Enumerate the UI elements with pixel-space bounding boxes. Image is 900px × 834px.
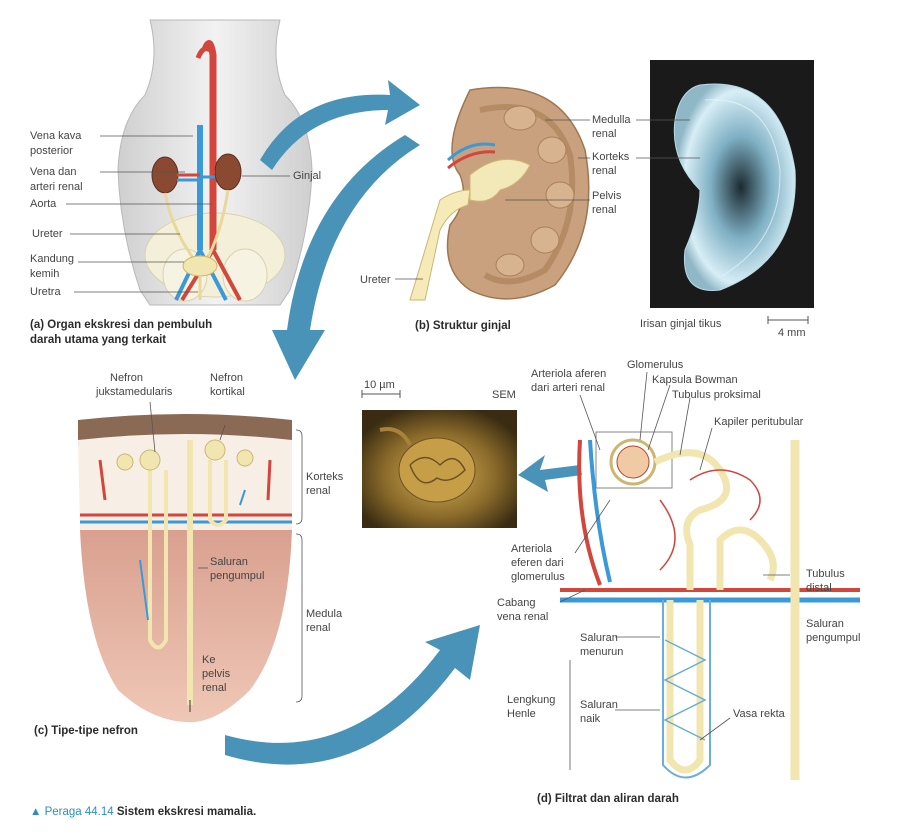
label-kandung: Kandung [30,253,74,265]
figure-caption: ▲ Peraga 44.14 Sistem ekskresi mamalia. [30,806,256,818]
panel-d-filtrate-blood [560,431,860,780]
label-ginjal: Ginjal [293,170,321,182]
ureter [163,189,230,263]
caption-c: (c) Tipe-tipe nefron [34,725,138,737]
panel-b-kidney-structure [409,86,590,301]
label-tubulus-proksimal: Tubulus proksimal [672,389,761,401]
label-saluran-pengumpul-2: pengumpul [806,632,860,644]
label-saluran-naik: Saluran [580,699,618,711]
svg-text:10 µm: 10 µm [364,379,395,391]
label-kapiler: Kapiler peritubular [714,416,804,428]
medulla-pyramids [495,105,575,277]
label-tubulus-distal: Tubulus [806,568,845,580]
label-vena-arteri: Vena dan [30,166,77,178]
figure-number: ▲ Peraga 44.14 [30,806,114,818]
label-saluran-c-2: pengumpul [210,570,264,582]
label-medula-c: Medula [306,608,343,620]
panel-a-leaders [66,135,290,293]
label-kemih: kemih [30,268,59,280]
arrow-d-to-sem [518,455,582,492]
label-arteriola-eferen-2: eferen dari [511,557,564,569]
left-kidney [151,156,179,194]
label-cabang: Cabang [497,597,536,609]
label-nefron-juksta: Nefron [110,372,143,384]
label-arteriola-eferen-3: glomerulus [511,571,565,583]
label-arteriola-eferen: Arteriola [511,543,553,555]
label-arteriola-aferen: Arteriola aferen [531,368,606,380]
arrow-a-to-b [260,80,420,170]
label-saluran-pengumpul: Saluran [806,618,844,630]
rat-photo-leaders [636,119,700,159]
label-saluran-naik-2: naik [580,713,601,725]
sem-scale: 10 µm SEM [361,379,516,401]
bladder [182,255,218,277]
label-korteks-c: Korteks [306,471,344,483]
label-medulla-2: renal [592,128,616,140]
label-uretra: Uretra [30,286,61,298]
arrow-c-to-d [225,625,480,765]
figure-title: Sistem ekskresi mamalia. [116,806,257,818]
svg-text:4 mm: 4 mm [778,327,806,339]
label-nefron-kortikal-2: kortikal [210,386,245,398]
label-vena-kava: Vena kava [30,130,82,142]
medulla-region [80,530,292,723]
label-saluran-menurun: Saluran [580,632,618,644]
panel-d-labels: Arteriola aferen dari arteri renal Glome… [497,359,860,805]
label-saluran-c: Saluran [210,556,248,568]
label-arteriola-aferen-2: dari arteri renal [531,382,605,394]
panel-b-leaders [395,119,590,280]
right-kidney [214,153,242,191]
panel-c-brackets [149,401,303,703]
label-nefron-kortikal: Nefron [210,372,243,384]
label-pelvis: Pelvis [592,190,622,202]
loop-of-henle [666,600,704,774]
panel-d-leaders [559,371,790,770]
panel-a-labels: Vena kava posterior Vena dan arteri rena… [30,130,321,346]
label-medula-c-2: renal [306,622,330,634]
label-henle: Henle [507,708,536,720]
arrow-b-to-c [272,135,420,380]
label-ureter: Ureter [32,228,63,240]
label-tubulus-distal-2: distal [806,582,832,594]
label-ke: Ke [202,654,215,666]
glomerulus [616,445,650,479]
ureter-b [409,189,471,301]
label-medulla: Medulla [592,114,631,126]
panel-b-labels: Medulla renal Korteks renal Pelvis renal… [360,114,631,332]
renal-pelvis [469,158,531,202]
proximal-tubule [653,449,731,590]
label-cabang-2: vena renal [497,611,548,623]
distal-tubule [716,526,777,590]
label-ureter-b: Ureter [360,274,391,286]
caption-d: (d) Filtrat dan aliran darah [537,793,679,805]
sem-tag: SEM [492,389,516,401]
rat-photo-caption: Irisan ginjal tikus [640,318,722,330]
caption-a-1: (a) Organ ekskresi dan pembuluh [30,319,212,331]
caption-a-2: darah utama yang terkait [30,334,166,346]
label-renal-c: renal [202,682,226,694]
afferent-arteriole [577,439,602,586]
panel-c-labels: Nefron jukstamedularis Nefron kortikal K… [34,372,344,737]
label-nefron-juksta-2: jukstamedularis [95,386,173,398]
label-kapsula: Kapsula Bowman [652,374,738,386]
rat-kidney-photo [650,60,814,308]
panel-c-nephron-types [78,414,292,723]
label-korteks-2: renal [592,165,616,177]
caption-b: (b) Struktur ginjal [415,320,511,332]
label-aorta: Aorta [30,198,57,210]
label-korteks: Korteks [592,151,630,163]
vasa-recta [662,600,711,779]
label-lengkung: Lengkung [507,694,555,706]
label-korteks-c-2: renal [306,485,330,497]
label-vena-arteri-2: arteri renal [30,181,83,193]
label-pelvis-2: renal [592,204,616,216]
sem-image [362,410,517,528]
label-pelvis-c: pelvis [202,668,231,680]
label-saluran-menurun-2: menurun [580,646,623,658]
label-vena-kava-2: posterior [30,145,73,157]
rat-scale-bar: 4 mm [767,316,809,339]
label-vasa-rekta: Vasa rekta [733,708,786,720]
label-glomerulus: Glomerulus [627,359,684,371]
